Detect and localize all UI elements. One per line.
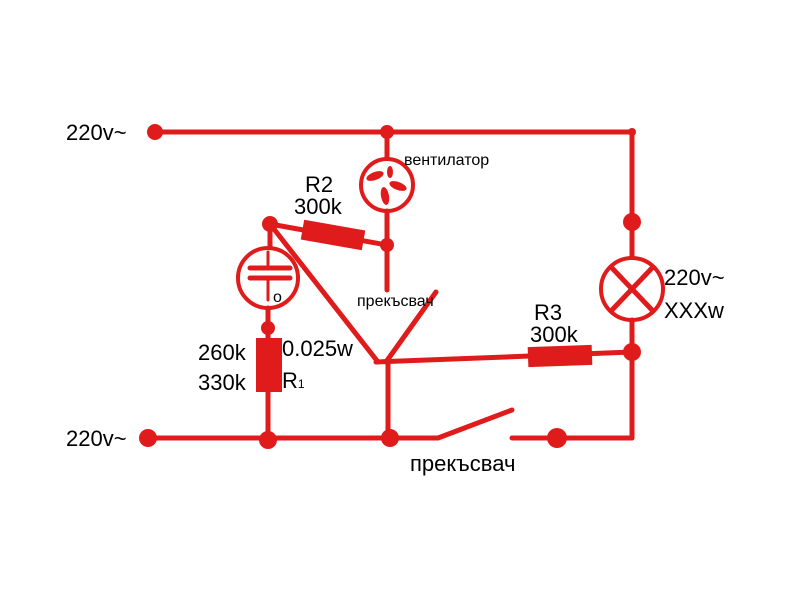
r1-name-label: R1 [282,368,305,393]
r2-name-label: R2 [305,172,333,197]
resistor-r3 [527,343,641,368]
lower-switch-label: прекъсвач [410,451,515,476]
resistor-r1 [256,338,282,392]
capacitor-mark-label: o [273,289,282,306]
bottom-switch-contact [547,428,567,448]
r1-name-subscript: 1 [298,377,305,391]
capacitor-icon [247,250,293,302]
r1-power-label: 0.025w [282,336,353,361]
upper-switch-label: прекъсвач [357,293,434,310]
bottom-supply-label: 220v~ [66,426,127,451]
fan-label: вентилатор [404,152,489,169]
left-branch [236,216,300,441]
resistor-r2 [267,219,390,251]
r3-name-label: R3 [534,300,562,325]
fan-blades-icon [366,166,407,205]
top-supply-terminal [147,124,163,140]
bottom-rail [139,407,635,449]
top-rail [147,124,636,218]
top-supply-label: 220v~ [66,120,127,145]
r2-value-label: 300k [294,194,343,219]
upper-switch [267,221,533,441]
bottom-switch-junction [381,429,399,447]
lamp-voltage-label: 220v~ [664,265,725,290]
r1-value-a-label: 260k [198,340,247,365]
lamp-power-label: XXXw [664,298,724,323]
bottom-supply-terminal [139,429,157,447]
bottom-r1-junction [259,431,277,449]
lamp [599,213,665,441]
top-right-corner [628,128,636,136]
r1-value-b-label: 330k [198,370,247,395]
lamp-cross-icon [609,265,655,313]
r3-value-label: 300k [530,322,579,347]
r1-name-main: R [282,368,298,393]
